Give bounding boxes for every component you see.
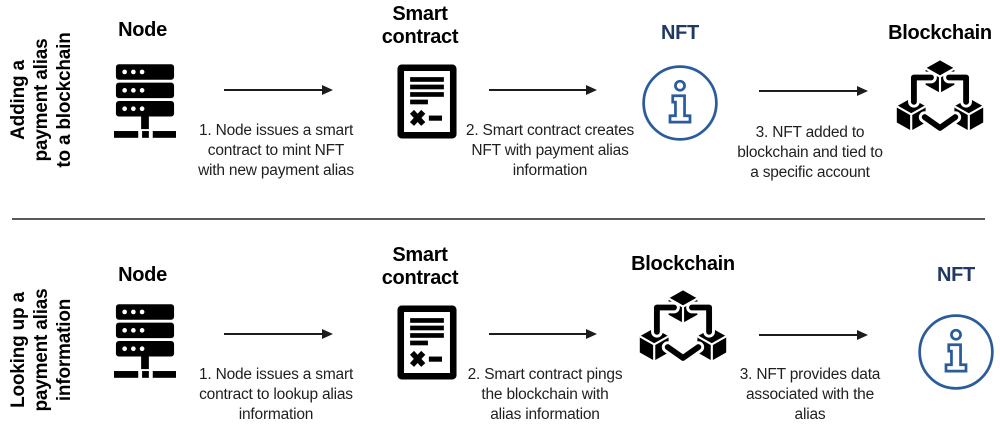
step-text-1: 1. Node issues a smart contract to looku…	[198, 366, 354, 423]
station-title-blockchain: Blockchain	[888, 22, 992, 44]
station-title-nft: NFT	[937, 264, 975, 286]
arrow-blockchain-to-nft	[759, 330, 868, 340]
section-divider	[12, 218, 985, 220]
row-side-label: Adding a payment alias to a blockchain	[8, 32, 75, 168]
station-title-node: Node	[118, 264, 167, 286]
info-circle-icon	[916, 312, 996, 392]
step-text-2: 2. Smart contract creates NFT with payme…	[465, 122, 635, 179]
station-title-node: Node	[118, 19, 167, 41]
blockchain-cubes-icon	[638, 288, 728, 372]
arrow-contract-to-nft	[489, 85, 597, 95]
row-side-label: Looking up a payment alias information	[8, 288, 75, 412]
step-text-1: 1. Node issues a smart contract to mint …	[198, 122, 354, 179]
step-text-3: 3. NFT provides data associated with the…	[739, 366, 881, 423]
station-title-smart-contract: Smart contract	[381, 3, 459, 48]
arrow-node-to-contract	[224, 85, 333, 95]
blockchain-cubes-icon	[895, 58, 985, 142]
station-title-nft: NFT	[661, 22, 699, 44]
smart-contract-icon	[397, 303, 457, 382]
arrow-node-to-contract	[224, 329, 333, 339]
arrow-nft-to-blockchain	[759, 86, 868, 96]
step-text-3: 3. NFT added to blockchain and tied to a…	[737, 124, 883, 181]
server-icon	[114, 304, 176, 378]
server-icon	[114, 64, 176, 138]
station-title-blockchain: Blockchain	[631, 253, 735, 275]
smart-contract-icon	[397, 62, 457, 141]
step-text-2: 2. Smart contract pings the blockchain w…	[467, 366, 623, 423]
info-circle-icon	[640, 63, 720, 143]
arrow-contract-to-blockchain	[489, 329, 597, 339]
station-title-smart-contract: Smart contract	[381, 244, 459, 289]
